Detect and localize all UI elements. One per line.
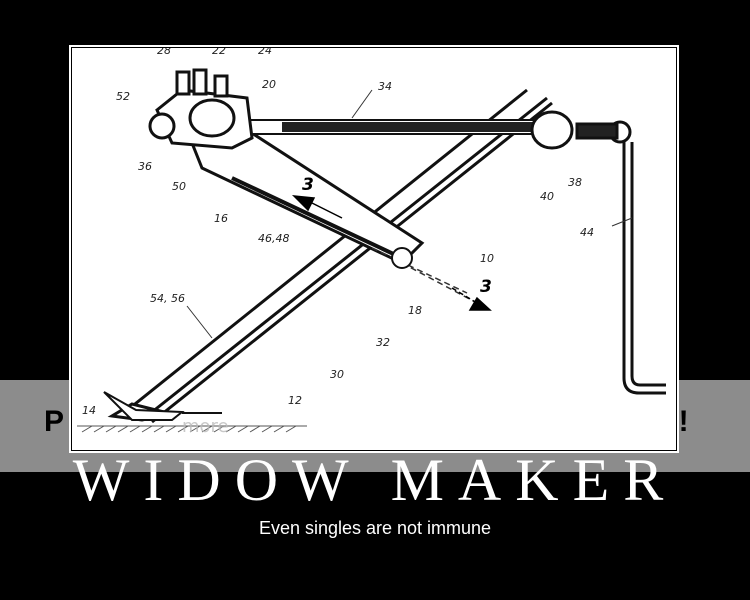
label-14: 14 [82, 404, 96, 417]
label-46-48: 46,48 [258, 232, 290, 245]
label-36: 36 [138, 160, 152, 173]
label-32: 32 [376, 336, 390, 349]
label-18: 18 [408, 304, 422, 317]
label-24: 24 [258, 48, 272, 57]
label-34: 34 [378, 80, 392, 93]
label-22: 22 [212, 48, 226, 57]
label-44: 44 [580, 226, 594, 239]
label-arrow-3-upper: 3 [302, 175, 314, 195]
label-16: 16 [214, 212, 228, 225]
poster-title: WIDOW MAKER [72, 447, 678, 513]
label-38: 38 [568, 176, 582, 189]
foot-plate [103, 391, 222, 421]
threaded-screw [246, 119, 543, 135]
label-20: 20 [262, 78, 276, 91]
left-clamp [148, 68, 254, 150]
dashed-extension [371, 247, 478, 304]
label-30: 30 [330, 368, 344, 381]
label-52: 52 [116, 90, 130, 103]
leader-lines [186, 89, 633, 339]
label-54-56: 54, 56 [150, 292, 185, 305]
watermark-text: more [182, 416, 229, 437]
label-10: 10 [480, 252, 494, 265]
crank-handle [622, 142, 666, 395]
label-40: 40 [540, 190, 554, 203]
label-12: 12 [288, 394, 302, 407]
label-28: 28 [157, 48, 171, 57]
direction-arrows [291, 195, 492, 311]
label-50: 50 [172, 180, 186, 193]
ground-hatch [77, 425, 307, 433]
pivot-pin [391, 247, 413, 269]
label-arrow-3-lower: 3 [480, 277, 492, 297]
poster-subtitle: Even singles are not immune [258, 518, 492, 538]
patent-drawing: 28 22 24 20 52 34 36 50 16 3 46,48 10 38… [72, 48, 676, 450]
band-text-left: P [44, 405, 65, 438]
right-clamp [530, 110, 632, 150]
